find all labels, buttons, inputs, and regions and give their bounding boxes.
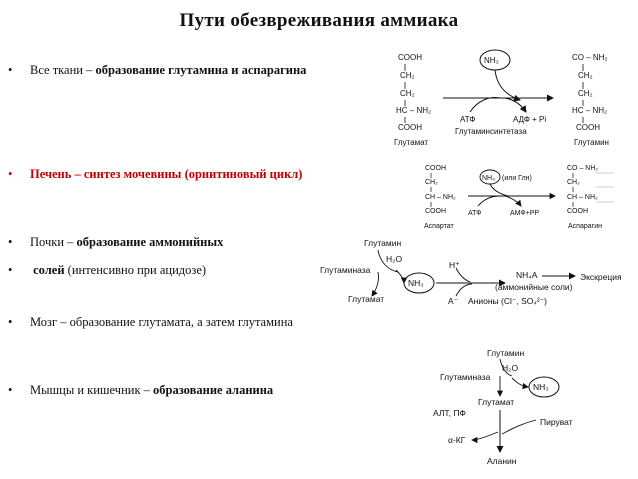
formula-line: CH₂ <box>567 179 580 186</box>
anions-label: Анионы (Cl⁻, SO₄²⁻) <box>468 296 547 306</box>
formula-line: CH₂ <box>578 71 593 80</box>
formula-line: CO – NH₂ <box>567 165 598 172</box>
bullet-bold: солей <box>33 263 65 277</box>
diagram-ammonium-salts: Глутамин H₂O Глутаминаза NH₃ Глутамат H⁺… <box>320 238 622 306</box>
formula-line: COOH <box>398 53 422 62</box>
h2o-label: H₂O <box>386 254 402 264</box>
glutamine-label: Глутамин <box>364 238 401 248</box>
bullet-dot: • <box>8 263 13 277</box>
h2o-label: H₂O <box>502 363 518 373</box>
diagram-asparagine-synthesis: COOH CH₂ CH – NH₂ COOH Аспартат NH₃ (или… <box>424 165 614 230</box>
bullet-dot: • <box>8 63 13 77</box>
glutamine-label: Глутамин <box>574 138 609 147</box>
formula-line: CH₂ <box>425 179 438 186</box>
formula-line: CH₂ <box>578 89 593 98</box>
atp-label: АТФ <box>460 115 475 124</box>
bullet-bold: Печень – синтез мочевины (орнитиновый ци… <box>30 167 303 181</box>
glutamine-label: Глутамин <box>487 348 524 358</box>
glutamate-formula: COOH CH₂ CH₂ HC – NH₂ COOH Глутамат <box>394 53 431 147</box>
glutamate-label: Глутамат <box>348 294 384 304</box>
nh3-note: (или Глн) <box>502 175 532 182</box>
atp-label: АТФ <box>468 210 482 217</box>
glutamate-label: Глутамат <box>478 397 514 407</box>
bullet-plain: Все ткани – <box>30 63 96 77</box>
bullet-dot: • <box>8 167 13 181</box>
nh3-circle <box>528 376 560 398</box>
nh3-label: NH₃ <box>533 382 549 392</box>
glutamate-label: Глутамат <box>394 138 428 147</box>
asparagine-label: Аспарагин <box>568 223 602 230</box>
formula-line: COOH <box>567 208 588 215</box>
bullet-plain: Мышцы и кишечник – <box>30 383 154 397</box>
pyruvate-label: Пируват <box>540 417 573 427</box>
diagram-glutamine-synthesis: COOH CH₂ CH₂ HC – NH₂ COOH Глутамат NH₃ … <box>394 49 609 147</box>
formula-line: CH – NH₂ <box>425 194 456 201</box>
alt-label: АЛТ, ПФ <box>433 408 466 418</box>
formula-line: CO – NH₂ <box>572 53 608 62</box>
nh3-label: NH₃ <box>484 56 499 65</box>
formula-line: COOH <box>576 123 600 132</box>
bullet-dot: • <box>8 315 13 329</box>
excretion-label: Экскреция <box>580 272 622 282</box>
bullet-dot: • <box>8 235 13 249</box>
enzyme-label: Глутаминаза <box>440 372 491 382</box>
amp-label: АМФ+РР <box>510 210 540 217</box>
nh3-label: NH₃ <box>408 278 424 288</box>
bullet-bold: образование аланина <box>153 383 274 397</box>
enzyme-label: Глутаминсинтетаза <box>455 127 527 136</box>
bullet-bold: образование аммонийных <box>76 235 224 249</box>
h-plus-label: H⁺ <box>449 260 460 270</box>
glutamine-formula: CO – NH₂ CH₂ CH₂ HC – NH₂ COOH Глутамин <box>572 53 609 147</box>
nh4a-label: NH₄A <box>516 270 538 280</box>
formula-line: HC – NH₂ <box>572 106 607 115</box>
aspartate-label: Аспартат <box>424 223 454 230</box>
bullet-tail: (интенсивно при ацидозе) <box>64 263 207 277</box>
ammonium-salts-label: (аммонийные соли) <box>495 282 573 292</box>
bullet-plain: Мозг – образование глутамата, а затем гл… <box>30 315 293 329</box>
formula-line: COOH <box>425 208 446 215</box>
formula-line: COOH <box>398 123 422 132</box>
formula-line: CH₂ <box>400 89 415 98</box>
bullet-plain: Почки – <box>30 235 77 249</box>
formula-line: CH₂ <box>400 71 415 80</box>
bullet-bold: образование глутамина и аспарагина <box>95 63 307 77</box>
formula-line: CH – NH₂ <box>567 194 598 201</box>
adp-label: АДФ + Pi <box>513 115 546 124</box>
formula-line: HC – NH₂ <box>396 106 431 115</box>
enzyme-label: Глутаминаза <box>320 265 371 275</box>
a-minus-label: A⁻ <box>448 296 458 306</box>
bullet-dot: • <box>8 383 13 397</box>
page-title: Пути обезвреживания аммиака <box>179 10 459 31</box>
alanine-label: Аланин <box>487 456 517 466</box>
nh3-label: NH₃ <box>482 175 495 182</box>
akg-label: α-КГ <box>448 435 466 445</box>
formula-line: COOH <box>425 165 446 172</box>
diagram-alanine-formation: Глутамин H₂O Глутаминаза NH₃ Глутамат АЛ… <box>433 348 573 466</box>
